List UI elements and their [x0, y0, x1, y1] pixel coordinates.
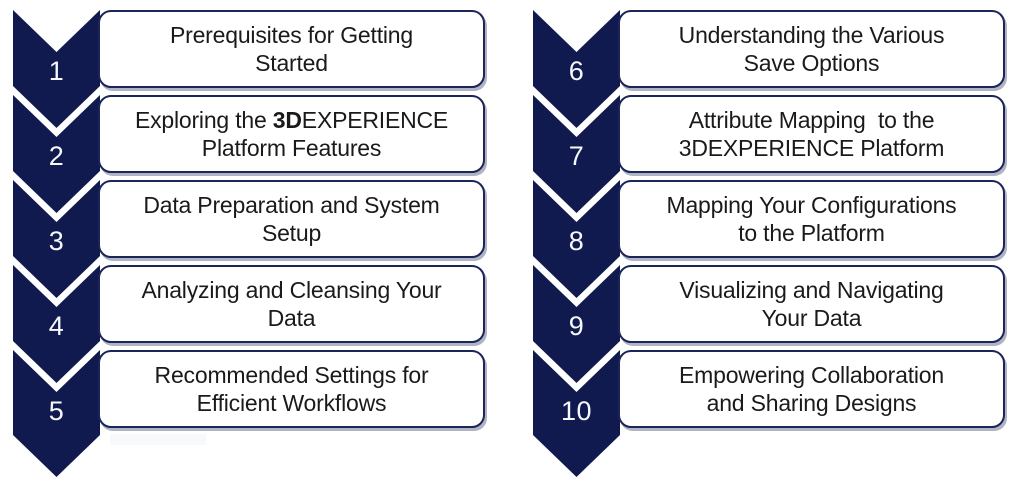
chevron-shape [13, 0, 100, 147]
step-label-line: Data Preparation and System [143, 191, 440, 219]
step-label-line: Platform Features [135, 134, 448, 162]
step-label-line: Mapping Your Configurations [667, 191, 957, 219]
chevron-shape [533, 85, 620, 232]
step-label-line: Understanding the Various [679, 21, 945, 49]
step-label-segment: Exploring the [134, 107, 273, 133]
step-label-segment: 3DEXPERIENCE Platform [678, 135, 945, 161]
step-label-segment: EXPERIENCE [301, 107, 449, 133]
step-label-segment: to the Platform [738, 220, 885, 246]
step-label-segment: Save Options [743, 50, 880, 76]
step-label-line: to the Platform [667, 219, 957, 247]
step-label-segment: and Sharing Designs [706, 390, 917, 416]
step-label-segment: Understanding the Various [678, 22, 945, 48]
step-label-segment: Efficient Workflows [196, 390, 387, 416]
step-label-segment-bold: 3D [272, 107, 302, 133]
step-label-line: Data [141, 304, 441, 332]
step-label-line: Save Options [679, 49, 945, 77]
step-number: 8 [568, 226, 585, 256]
step-label-line: Efficient Workflows [155, 389, 429, 417]
step-number: 7 [568, 141, 585, 171]
step-number: 6 [568, 56, 585, 86]
step-label-line: and Sharing Designs [679, 389, 944, 417]
chevron-shape [13, 170, 100, 317]
step-label-segment: Platform Features [201, 135, 382, 161]
step-number: 1 [48, 56, 65, 86]
step-label-segment: Visualizing and Navigating [679, 277, 944, 303]
step-label-line: Empowering Collaboration [679, 361, 944, 389]
chevron-shape [13, 85, 100, 232]
step-number: 5 [48, 396, 65, 426]
chevron-shape [533, 340, 620, 487]
chevron-shape [533, 0, 620, 147]
step-label-segment: Recommended Settings for [154, 362, 429, 388]
chevron-stack [533, 0, 620, 487]
step-label-line: Your Data [679, 304, 943, 332]
step-number: 2 [48, 141, 65, 171]
step-label-segment: Mapping Your Configurations [666, 192, 957, 218]
chevron-shape [533, 255, 620, 402]
step-label-segment: Analyzing and Cleansing Your [141, 277, 442, 303]
chevron-shape [13, 255, 100, 402]
chevron-stack [13, 0, 100, 487]
chevron-shape [533, 170, 620, 317]
step-number: 9 [568, 311, 585, 341]
step-label-line: Setup [143, 219, 439, 247]
step-label-line: Prerequisites for Getting [170, 21, 413, 49]
step-number: 4 [48, 311, 65, 341]
step-number: 3 [48, 226, 65, 256]
faint-watermark [110, 434, 206, 445]
step-number: 10 [560, 396, 593, 426]
step-label-line: Attribute Mapping to the [679, 106, 945, 134]
chevron-shape [13, 340, 100, 487]
step-label-line: Recommended Settings for [155, 361, 429, 389]
step-label-line: Started [170, 49, 413, 77]
step-label-line: 3DEXPERIENCE Platform [679, 134, 945, 162]
step-label-line: Visualizing and Navigating [679, 276, 943, 304]
step-label-segment: Attribute Mapping to the [688, 107, 935, 133]
step-label-line: Exploring the 3DEXPERIENCE [135, 106, 448, 134]
step-label-line: Analyzing and Cleansing Your [141, 276, 441, 304]
step-label-segment: Your Data [761, 305, 862, 331]
step-label-segment: Data Preparation and System [143, 192, 440, 218]
step-label-segment: Started [255, 50, 328, 76]
step-label-segment: Data [267, 305, 316, 331]
step-label-segment: Prerequisites for Getting [169, 22, 413, 48]
step-label-segment: Empowering Collaboration [679, 362, 944, 388]
step-label-segment: Setup [261, 220, 322, 246]
